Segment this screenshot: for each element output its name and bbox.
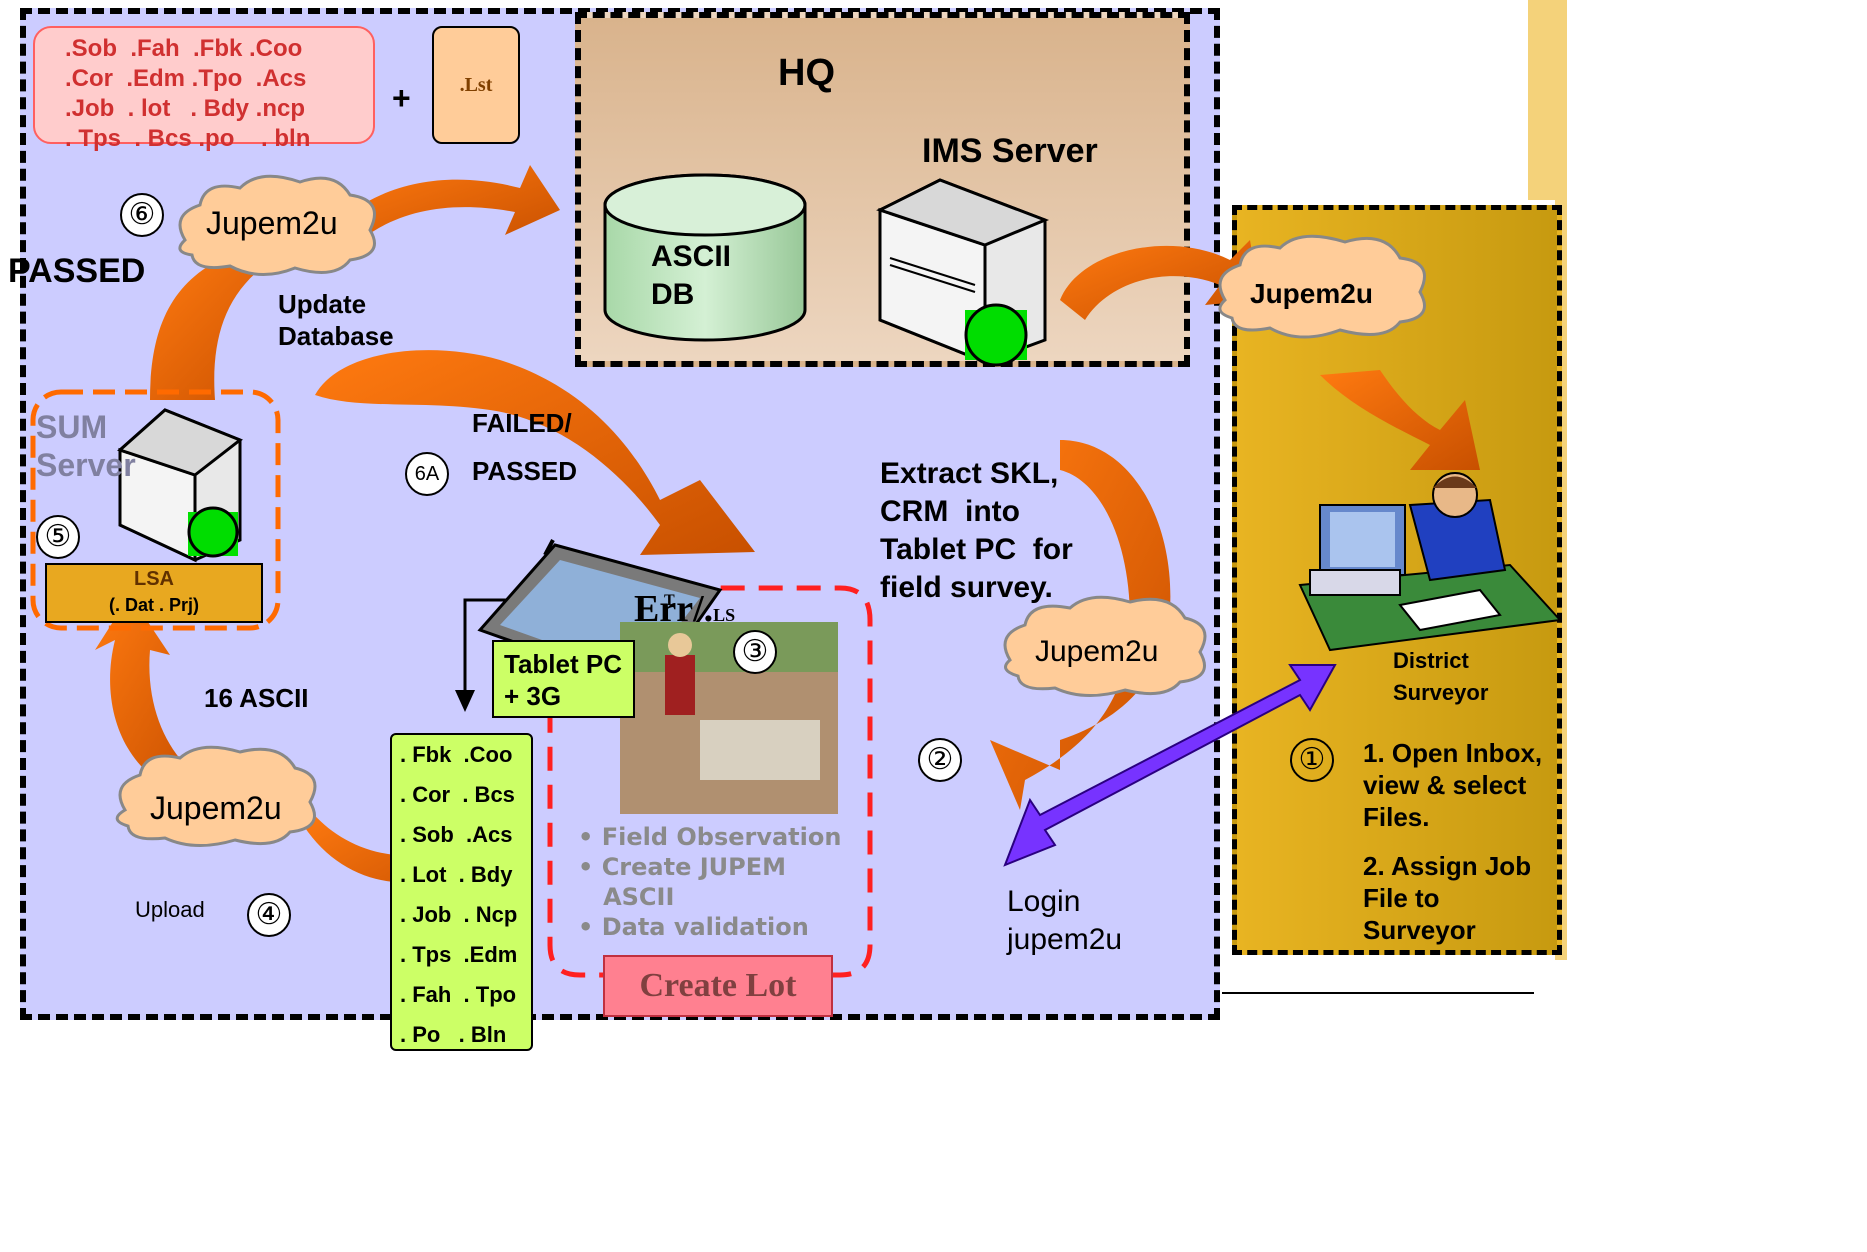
- ext-line: . Tps . Bcs .po . bln: [65, 125, 311, 152]
- upload-label: Upload: [135, 897, 205, 922]
- login-double-arrow: [1003, 664, 1337, 867]
- arrow-to-hq: [330, 165, 560, 245]
- step-6a-text: 6A: [414, 463, 440, 485]
- ext-line: .Cor .Edm .Tpo .Acs: [65, 65, 307, 92]
- lst-label: .Lst: [459, 73, 493, 96]
- cloud-label-right: Jupem2u: [1250, 278, 1373, 309]
- surveyor-clipart: [1298, 472, 1563, 652]
- district-title: District Surveyor: [1393, 648, 1489, 705]
- passed-label-2: PASSED: [472, 456, 577, 486]
- err-label: Err/.LS: [615, 543, 735, 631]
- file-extension-box: .Sob .Fah .Fbk .Coo .Cor .Edm .Tpo .Acs …: [33, 26, 375, 152]
- ascii-file-row: . Fah . Tpo: [400, 982, 517, 1007]
- arrow-upload-to-sum: [95, 595, 205, 785]
- district-step-2: 2. Assign Job File to Surveyor: [1363, 851, 1532, 945]
- arrow-list-to-cloud: [300, 810, 470, 905]
- ext-line: .Job . lot . Bdy .ncp: [65, 95, 306, 122]
- step-6-marker: ⑥: [120, 193, 164, 237]
- cloud-label-middle: Jupem2u: [1035, 635, 1159, 668]
- passed-label: PASSED: [8, 252, 146, 290]
- step-2-marker: ②: [918, 738, 962, 782]
- arrow-sum-to-cloud: [150, 250, 290, 400]
- step-1-text: ①: [1298, 742, 1326, 777]
- ims-server-tower: [876, 178, 1050, 367]
- step-1-marker: ①: [1290, 738, 1334, 782]
- step-3-marker: ③: [733, 630, 777, 674]
- err-main: Err/.: [634, 588, 714, 630]
- right-accent-bar: [1528, 0, 1567, 200]
- step-3-text: ③: [741, 634, 769, 669]
- cloud-right: [1218, 234, 1426, 339]
- ims-server-label: IMS Server: [922, 132, 1098, 170]
- field-bullet: ASCII: [578, 883, 675, 911]
- ext-line: .Sob .Fah .Fbk .Coo: [65, 35, 303, 62]
- plus-sign: +: [392, 80, 411, 116]
- hq-title: HQ: [778, 52, 835, 94]
- ascii-file-row: . Lot . Bdy: [400, 862, 513, 887]
- step-5-text: ⑤: [44, 519, 72, 554]
- arrow-cloud-to-surveyor: [1320, 370, 1480, 470]
- cloud-top: [178, 174, 376, 277]
- update-database-label: Update Database: [278, 289, 394, 351]
- lsa-sub: (. Dat . Prj): [108, 595, 199, 615]
- tablet-label: Tablet PC + 3G: [504, 649, 622, 711]
- tablet-connector-head: [455, 690, 475, 712]
- arrow-extract-down: [990, 440, 1171, 810]
- step-5-marker: ⑤: [36, 515, 80, 559]
- lsa-title: LSA: [134, 568, 174, 590]
- field-bullet: • Data validation: [578, 913, 809, 941]
- ascii-file-row: . Job . Ncp: [400, 902, 518, 927]
- sum-server-tower: [117, 408, 243, 563]
- tablet-label-box: Tablet PC + 3G: [492, 640, 635, 718]
- extract-label: Extract SKL, CRM into Tablet PC for fiel…: [880, 457, 1073, 604]
- lsa-box: LSA (. Dat . Prj): [45, 563, 263, 623]
- sum-dashed-border: [30, 389, 281, 631]
- arrow-ims-to-district: [1060, 240, 1260, 320]
- ascii-db-cylinder: [603, 173, 807, 342]
- field-photo: [620, 622, 838, 814]
- bottom-divider: [1222, 992, 1534, 994]
- login-label: Login jupem2u: [1007, 885, 1123, 956]
- err-ls: LS: [713, 605, 736, 625]
- field-bullet: • Create JUPEM: [578, 853, 787, 881]
- ascii-file-row: . Tps .Edm: [400, 942, 518, 967]
- ascii-file-row: . Fbk .Coo: [400, 742, 513, 767]
- ascii-file-list: . Fbk .Coo . Cor . Bcs . Sob .Acs . Lot …: [390, 733, 533, 1051]
- cloud-label-bottom: Jupem2u: [150, 790, 282, 826]
- sum-server-label: SUM Server: [36, 409, 136, 483]
- step-2-text: ②: [926, 742, 954, 777]
- cloud-middle: [1003, 595, 1207, 698]
- failed-label: FAILED/: [472, 408, 572, 438]
- ascii16-label: 16 ASCII: [204, 683, 309, 713]
- field-bullet: • Field Observation: [578, 823, 842, 851]
- ascii-file-row: . Po . Bln: [400, 1022, 507, 1047]
- step-6-text: ⑥: [128, 197, 156, 232]
- ascii-file-row: . Cor . Bcs: [400, 782, 515, 807]
- ascii-file-row: . Sob .Acs: [400, 822, 513, 847]
- district-step-1: 1. Open Inbox, view & select Files.: [1363, 738, 1543, 832]
- create-lot-label: Create Lot: [639, 967, 797, 1004]
- field-bullets: • Field Observation • Create JUPEM ASCII…: [578, 822, 868, 942]
- ascii-db-label: ASCII DB: [651, 240, 732, 311]
- create-lot-button[interactable]: Create Lot: [603, 955, 833, 1017]
- step-6a-marker: 6A: [405, 452, 449, 496]
- step-4-text: ④: [255, 897, 283, 932]
- cloud-bottom: [115, 745, 317, 848]
- lst-box: .Lst: [432, 26, 520, 144]
- arrow-failed-passed: [315, 350, 755, 555]
- cloud-label-top: Jupem2u: [206, 205, 338, 241]
- err-t-label: T: [664, 592, 675, 609]
- step-4-marker: ④: [247, 893, 291, 937]
